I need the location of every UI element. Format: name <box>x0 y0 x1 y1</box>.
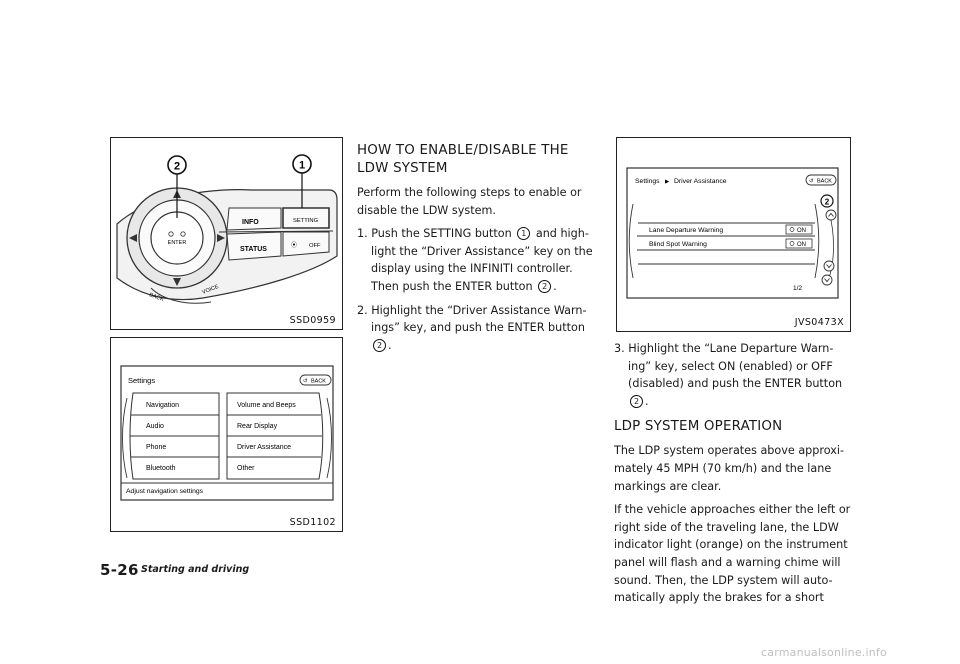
page-number: 5-26 <box>100 561 139 579</box>
menu-item-volume[interactable]: Volume and Beeps <box>237 402 296 409</box>
off-label: OFF <box>309 243 321 249</box>
figure-code: JVS0473X <box>794 317 844 328</box>
menu-item-phone[interactable]: Phone <box>146 444 166 451</box>
figure-controller-panel: ENTER INFO SETTING STATUS OFF ⦿ BACK VOI… <box>110 137 343 330</box>
watermark: carmanualsonline.info <box>761 646 887 659</box>
breadcrumb-child: Driver Assistance <box>674 178 727 185</box>
callout-2 <box>167 155 187 175</box>
back-label: BACK <box>148 292 164 303</box>
menu-item-audio[interactable]: Audio <box>146 423 164 430</box>
svg-text:2: 2 <box>174 161 180 173</box>
settings-screen: Settings BACK ↺ Navigation Audio Phone B… <box>120 365 334 501</box>
intro-paragraph: Perform the following steps to enable or… <box>357 186 582 217</box>
figure-code: SSD1102 <box>289 517 336 528</box>
ldw-icon: ⦿ <box>291 242 297 249</box>
svg-text:2: 2 <box>825 198 830 207</box>
heading-enable-disable-ldw: HOW TO ENABLE/DISABLE THE LDW SYSTEM <box>357 143 569 176</box>
back-arrow-icon: ↺ <box>303 378 308 385</box>
step-1: 1. Push the SETTING button 1 and high- l… <box>357 227 593 293</box>
row-blind-spot-warning[interactable]: Blind Spot Warning <box>649 241 707 248</box>
heading-ldp-operation: LDP SYSTEM OPERATION <box>614 419 783 435</box>
text-column-middle: HOW TO ENABLE/DISABLE THE LDW SYSTEM Per… <box>357 142 603 360</box>
breadcrumb-root: Settings <box>635 178 660 185</box>
status-line: Adjust navigation settings <box>126 488 204 495</box>
toggle-blind-spot[interactable] <box>785 238 813 249</box>
left-arrow-icon <box>129 234 137 242</box>
toggle-lane-departure[interactable] <box>785 224 813 235</box>
back-arrow-icon: ↺ <box>809 178 814 185</box>
circled-number-icon: 2 <box>538 279 552 293</box>
menu-item-rear-display[interactable]: Rear Display <box>237 423 278 430</box>
circled-number-icon: 1 <box>517 227 531 241</box>
menu-item-bluetooth[interactable]: Bluetooth <box>146 465 176 472</box>
scroll-up-icon[interactable] <box>825 209 837 221</box>
scroll-down-icon[interactable] <box>823 260 835 272</box>
text-column-right: 3. Highlight the “Lane Departure Warn- i… <box>614 340 852 613</box>
down-arrow-icon <box>173 278 181 286</box>
driver-assistance-screen: Settings ▶ Driver Assistance BACK ↺ Lane… <box>626 167 839 299</box>
section-title: Starting and driving <box>141 564 250 575</box>
back-button[interactable] <box>805 174 837 186</box>
controller-illustration: ENTER INFO SETTING STATUS OFF ⦿ BACK VOI… <box>116 154 338 304</box>
svg-text:BACK: BACK <box>817 179 832 185</box>
info-label: INFO <box>242 219 259 226</box>
figure-driver-assistance: Settings ▶ Driver Assistance BACK ↺ Lane… <box>616 137 851 332</box>
right-arrow-icon <box>217 234 225 242</box>
callout-2 <box>820 194 834 208</box>
menu-item-driver-assistance[interactable]: Driver Assistance <box>237 444 291 451</box>
step-3: 3. Highlight the “Lane Departure Warn- i… <box>614 342 843 408</box>
svg-text:BACK: BACK <box>311 379 326 385</box>
paragraph-ldp-operation-2: If the vehicle approaches either the lef… <box>614 503 851 605</box>
back-button[interactable] <box>299 374 332 386</box>
breadcrumb-arrow-icon: ▶ <box>665 179 670 185</box>
row-lane-departure-warning[interactable]: Lane Departure Warning <box>649 227 723 234</box>
circled-number-icon: 2 <box>373 338 386 352</box>
enter-label: ENTER <box>168 240 187 246</box>
svg-text:1: 1 <box>299 160 305 172</box>
step-2: 2. Highlight the “Driver Assistance Warn… <box>357 303 587 352</box>
svg-text:ON: ON <box>797 242 806 248</box>
scroll-end-icon[interactable] <box>821 274 833 286</box>
status-label: STATUS <box>240 246 267 253</box>
paragraph-ldp-operation-1: The LDP system operates above approxi- m… <box>614 444 844 493</box>
figure-settings-menu: Settings BACK ↺ Navigation Audio Phone B… <box>110 337 343 532</box>
setting-label: SETTING <box>293 218 319 224</box>
page-indicator: 1/2 <box>793 285 802 292</box>
figure-code: SSD0959 <box>289 315 336 326</box>
menu-item-navigation[interactable]: Navigation <box>146 402 179 409</box>
menu-item-other[interactable]: Other <box>237 465 255 472</box>
svg-text:ON: ON <box>797 228 806 234</box>
callout-1 <box>292 154 312 174</box>
circled-number-icon: 2 <box>630 394 643 408</box>
settings-title: Settings <box>128 376 155 385</box>
